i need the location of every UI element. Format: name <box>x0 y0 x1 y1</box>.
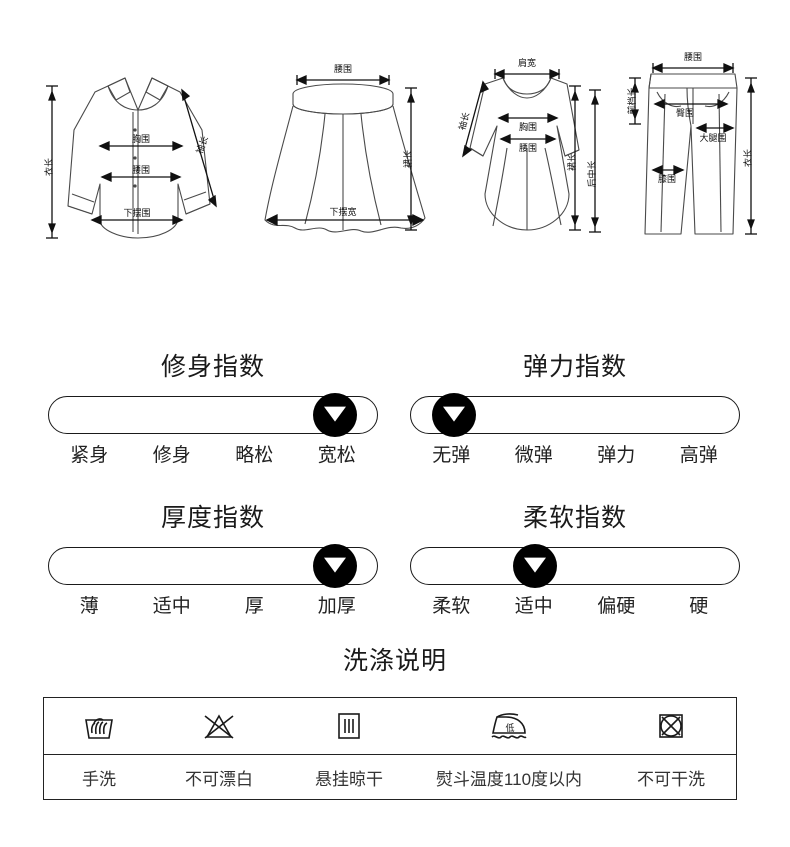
softness-option-3[interactable]: 硬 <box>689 596 709 617</box>
washing-cell-hang-dry <box>284 698 414 754</box>
pants-label-thigh: 大腿围 <box>699 132 726 144</box>
washing-instructions-section: 洗涤说明 <box>0 645 790 800</box>
dress-label-waist: 腰围 <box>519 143 537 154</box>
shirt-label-hem: 下摆围 <box>123 207 150 219</box>
washing-label-hang-dry: 悬挂晾干 <box>315 769 383 789</box>
thickness-option-2[interactable]: 厚 <box>244 596 264 617</box>
washing-label-cell-iron-low: 熨斗温度110度以内 <box>414 755 604 799</box>
thickness-option-1[interactable]: 适中 <box>152 596 191 617</box>
skirt-label-waist: 腰围 <box>334 64 352 75</box>
dress-diagram: 肩宽 袖长 胸围 腰围 裙长 后中长 <box>445 34 610 249</box>
washing-cell-no-dry-clean <box>604 698 738 754</box>
softness-index-marker[interactable] <box>513 544 557 588</box>
washing-label-cell-no-bleach: 不可漂白 <box>154 755 284 799</box>
softness-index-title: 柔软指数 <box>522 504 627 532</box>
iron-temp-glyph: 低 <box>505 722 514 734</box>
pants-label-front-rise: 前档长 <box>626 87 638 114</box>
washing-label-no-dry-clean: 不可干洗 <box>637 769 705 789</box>
hang-dry-icon <box>334 710 364 742</box>
thickness-index-title: 厚度指数 <box>160 504 265 532</box>
shirt-label-length: 衣长 <box>43 158 55 176</box>
elasticity-index-block: 弹力指数 无弹 微弹 弹力 高弹 <box>410 352 740 470</box>
elasticity-option-3[interactable]: 高弹 <box>679 445 718 466</box>
skirt-label-hem-width: 下摆宽 <box>329 206 356 218</box>
fit-index-marker[interactable] <box>313 393 357 437</box>
shirt-blouse-diagram: 衣长 胸围 腰围 下摆围 袖长 <box>30 34 245 249</box>
pants-label-length: 衣长 <box>742 149 754 167</box>
thickness-index-options: 薄 适中 厚 加厚 <box>48 593 378 621</box>
softness-index-bar-wrap <box>410 544 740 588</box>
softness-index-block: 柔软指数 柔软 适中 偏硬 硬 <box>410 503 740 621</box>
washing-labels-row: 手洗 不可漂白 悬挂晾干 熨斗温度110度以内 不可干洗 <box>44 755 736 799</box>
thickness-index-bar-wrap <box>48 544 378 588</box>
washing-label-cell-hang-dry: 悬挂晾干 <box>284 755 414 799</box>
fit-index-bar-wrap <box>48 393 378 437</box>
washing-instructions-title: 洗涤说明 <box>342 647 447 675</box>
hand-wash-icon <box>82 711 116 741</box>
washing-label-cell-no-dry-clean: 不可干洗 <box>604 755 738 799</box>
thickness-index-block: 厚度指数 薄 适中 厚 加厚 <box>48 503 378 621</box>
dress-label-bust: 胸围 <box>519 121 537 133</box>
softness-index-options: 柔软 适中 偏硬 硬 <box>410 593 740 621</box>
shirt-label-bust: 胸围 <box>132 133 150 145</box>
washing-label-iron-low: 熨斗温度110度以内 <box>435 769 583 789</box>
skirt-diagram: 腰围 下摆宽 裙长 <box>255 34 435 249</box>
softness-option-2[interactable]: 偏硬 <box>597 596 636 617</box>
skirt-label-length: 裙长 <box>402 150 414 168</box>
washing-label-no-bleach: 不可漂白 <box>185 769 253 789</box>
elasticity-option-0[interactable]: 无弹 <box>432 445 471 466</box>
elasticity-index-title: 弹力指数 <box>522 353 627 381</box>
elasticity-index-marker[interactable] <box>432 393 476 437</box>
elasticity-option-2[interactable]: 弹力 <box>597 445 636 466</box>
softness-index-track[interactable] <box>410 547 740 585</box>
washing-instructions-table: 低 <box>43 697 737 800</box>
no-dry-clean-icon <box>655 710 687 742</box>
size-measurement-diagrams: 衣长 胸围 腰围 下摆围 袖长 <box>0 34 790 249</box>
washing-icons-row: 低 <box>44 698 736 755</box>
no-bleach-icon <box>202 711 236 741</box>
fit-option-1[interactable]: 修身 <box>152 445 191 466</box>
thickness-option-3[interactable]: 加厚 <box>317 596 356 617</box>
washing-label-hand-wash: 手洗 <box>82 769 116 789</box>
pants-label-knee: 膝围 <box>658 173 676 185</box>
fit-option-3[interactable]: 宽松 <box>317 445 356 466</box>
softness-option-0[interactable]: 柔软 <box>432 596 471 617</box>
fit-option-0[interactable]: 紧身 <box>70 445 109 466</box>
fit-index-title: 修身指数 <box>160 353 265 381</box>
pants-label-waist: 腰围 <box>684 52 702 63</box>
softness-option-1[interactable]: 适中 <box>514 596 553 617</box>
elasticity-index-options: 无弹 微弹 弹力 高弹 <box>410 442 740 470</box>
washing-cell-hand-wash <box>44 698 154 754</box>
washing-label-cell-hand-wash: 手洗 <box>44 755 154 799</box>
washing-cell-iron-low: 低 <box>414 698 604 754</box>
shirt-label-waist: 腰围 <box>132 165 150 176</box>
fit-option-2[interactable]: 略松 <box>235 445 274 466</box>
thickness-index-marker[interactable] <box>313 544 357 588</box>
thickness-option-0[interactable]: 薄 <box>79 596 99 617</box>
dress-label-back-center-length: 后中长 <box>586 160 598 187</box>
fit-index-options: 紧身 修身 略松 宽松 <box>48 442 378 470</box>
pants-diagram: 腰围 前档长 臀围 大腿围 膝围 衣长 <box>615 34 780 249</box>
pants-label-hip: 臀围 <box>676 108 694 119</box>
dress-label-skirt-length: 裙长 <box>566 153 578 171</box>
elasticity-index-bar-wrap <box>410 393 740 437</box>
fit-index-block: 修身指数 紧身 修身 略松 宽松 <box>48 352 378 470</box>
dress-label-shoulder: 肩宽 <box>518 57 536 69</box>
iron-low-icon: 低 <box>488 710 530 742</box>
elasticity-option-1[interactable]: 微弹 <box>514 445 553 466</box>
washing-cell-no-bleach <box>154 698 284 754</box>
